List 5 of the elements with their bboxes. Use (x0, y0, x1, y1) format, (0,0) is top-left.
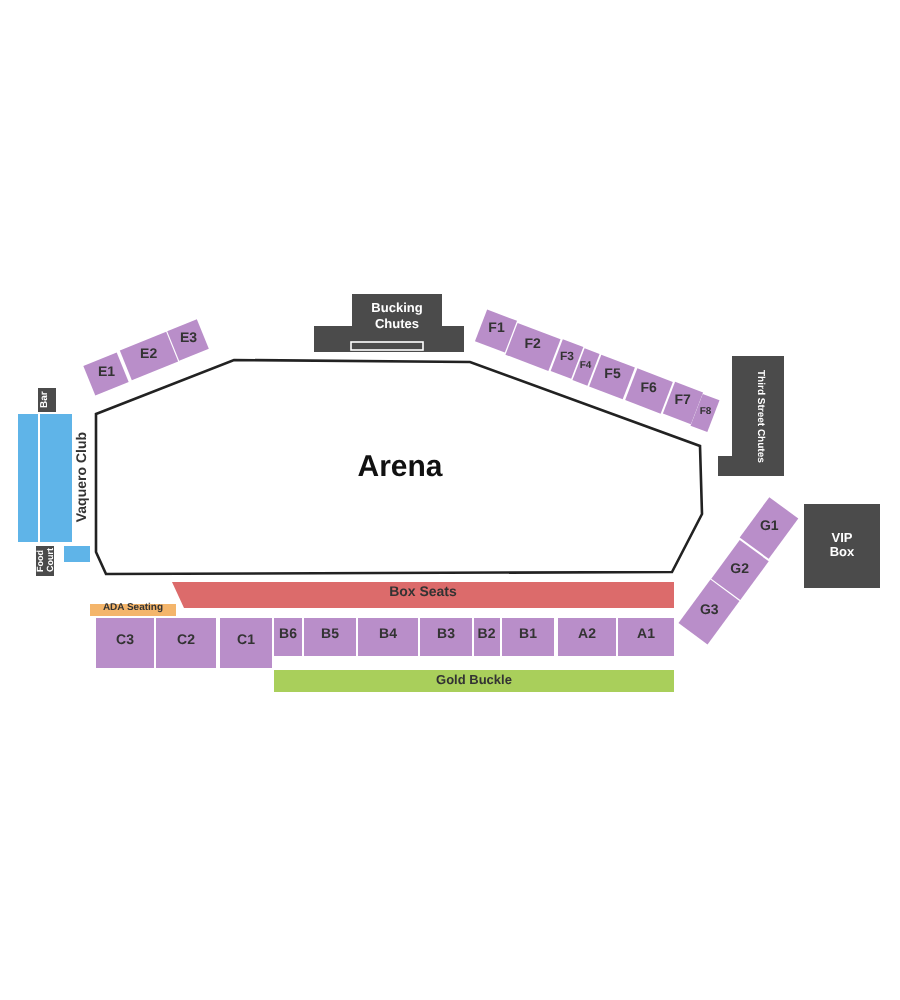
seating-section (473, 310, 517, 354)
seating-section (64, 546, 90, 562)
seating-section (505, 322, 561, 371)
arena-label: Arena (357, 450, 443, 486)
seating-section (83, 351, 130, 395)
